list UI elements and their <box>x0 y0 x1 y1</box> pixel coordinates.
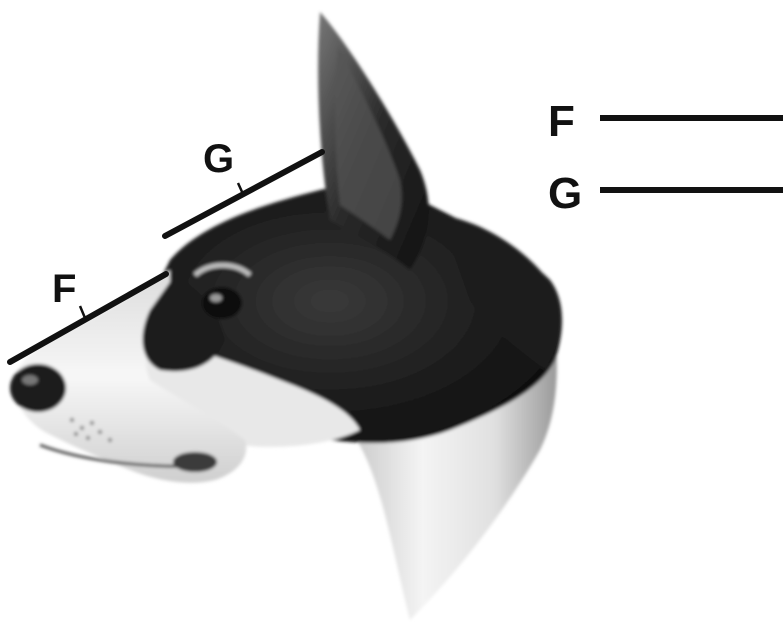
lip-corner <box>173 452 217 472</box>
legend-label-G: G <box>548 169 582 218</box>
measure-label-G: G <box>203 137 234 181</box>
legend-item-F: F <box>548 97 783 146</box>
eye-highlight <box>210 294 222 302</box>
measure-label-F: F <box>52 267 76 311</box>
legend-label-F: F <box>548 97 575 146</box>
nose-highlight <box>22 375 38 385</box>
legend-item-G: G <box>548 169 783 218</box>
legend: F G <box>548 97 783 218</box>
nose <box>10 364 66 412</box>
eye <box>202 287 242 319</box>
